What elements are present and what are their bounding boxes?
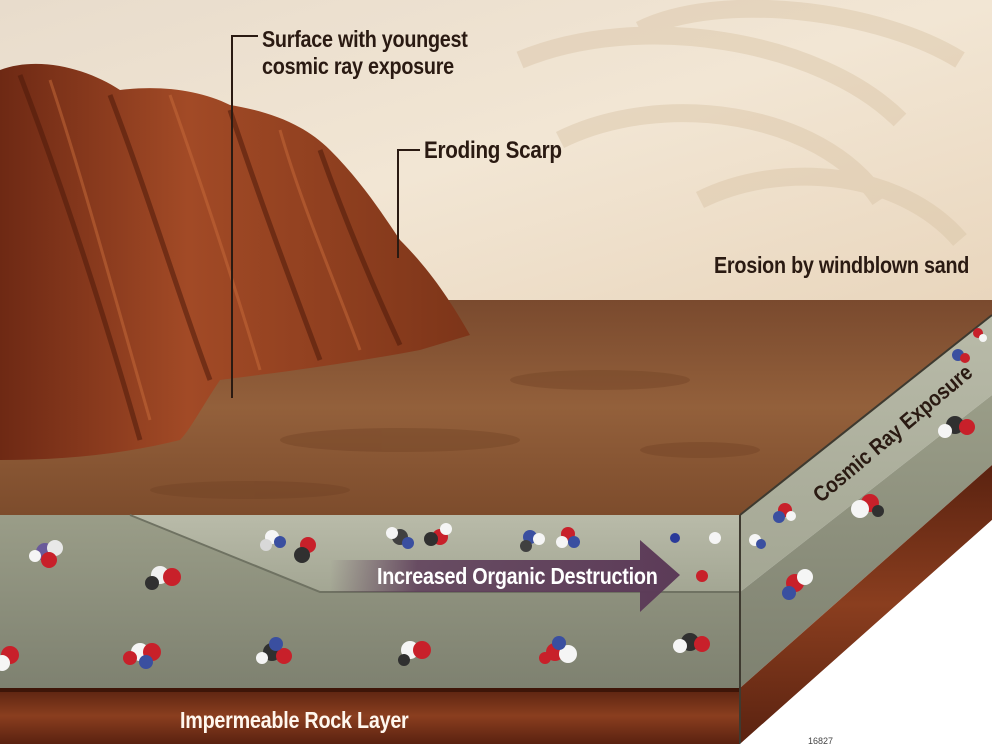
- cosmic-ray-layer-side: [740, 315, 992, 592]
- scarp-highlights: [48, 79, 362, 421]
- molecule: [952, 349, 970, 363]
- molecule-atom: [696, 570, 708, 582]
- molecule: [749, 534, 766, 549]
- figure-id: 16827: [808, 736, 834, 744]
- molecule: [938, 416, 975, 438]
- rock-top-edge: [0, 688, 740, 692]
- rock-layer-side: [740, 465, 992, 744]
- subsurface-layer-side: [740, 395, 992, 688]
- erosion-windblown-sand-label: Erosion by windblown sand: [714, 252, 970, 278]
- molecule: [145, 566, 181, 590]
- scarp-ridges: [17, 74, 403, 441]
- molecule: [520, 530, 545, 552]
- molecule: [0, 646, 19, 671]
- scarp-leader-line: [397, 149, 420, 258]
- molecule: [773, 503, 796, 523]
- molecule: [556, 527, 580, 548]
- organic-destruction-label: Increased Organic Destruction: [377, 563, 658, 589]
- ground-texture: [150, 370, 760, 499]
- molecule: [973, 328, 987, 342]
- surface-label-line2: cosmic ray exposure: [262, 53, 454, 79]
- molecule: [386, 527, 414, 549]
- molecules: [0, 328, 987, 671]
- molecule-atom: [709, 532, 721, 544]
- molecule: [123, 643, 161, 669]
- impermeable-rock-layer: [0, 688, 740, 744]
- page-corner: [740, 520, 992, 744]
- molecule: [260, 530, 286, 551]
- molecule: [398, 641, 431, 666]
- eroding-scarp-label: Eroding Scarp: [424, 137, 562, 164]
- molecule: [256, 637, 292, 664]
- molecule: [29, 540, 63, 568]
- wind-swirls: [516, 0, 967, 246]
- impermeable-rock-layer-label: Impermeable Rock Layer: [180, 707, 409, 733]
- molecule: [673, 633, 710, 653]
- surface-youngest-exposure-label: Surface with youngest cosmic ray exposur…: [262, 26, 468, 80]
- molecule: [851, 494, 884, 518]
- organic-destruction-arrow: [330, 540, 680, 612]
- molecule: [424, 523, 452, 546]
- surface-leader-line: [231, 35, 258, 398]
- molecule-atom: [670, 533, 680, 543]
- block-top-edge: [739, 314, 992, 516]
- molecule: [294, 537, 316, 563]
- molecule: [782, 569, 813, 600]
- surface-label-line1: Surface with youngest: [262, 26, 468, 52]
- molecule: [539, 636, 577, 664]
